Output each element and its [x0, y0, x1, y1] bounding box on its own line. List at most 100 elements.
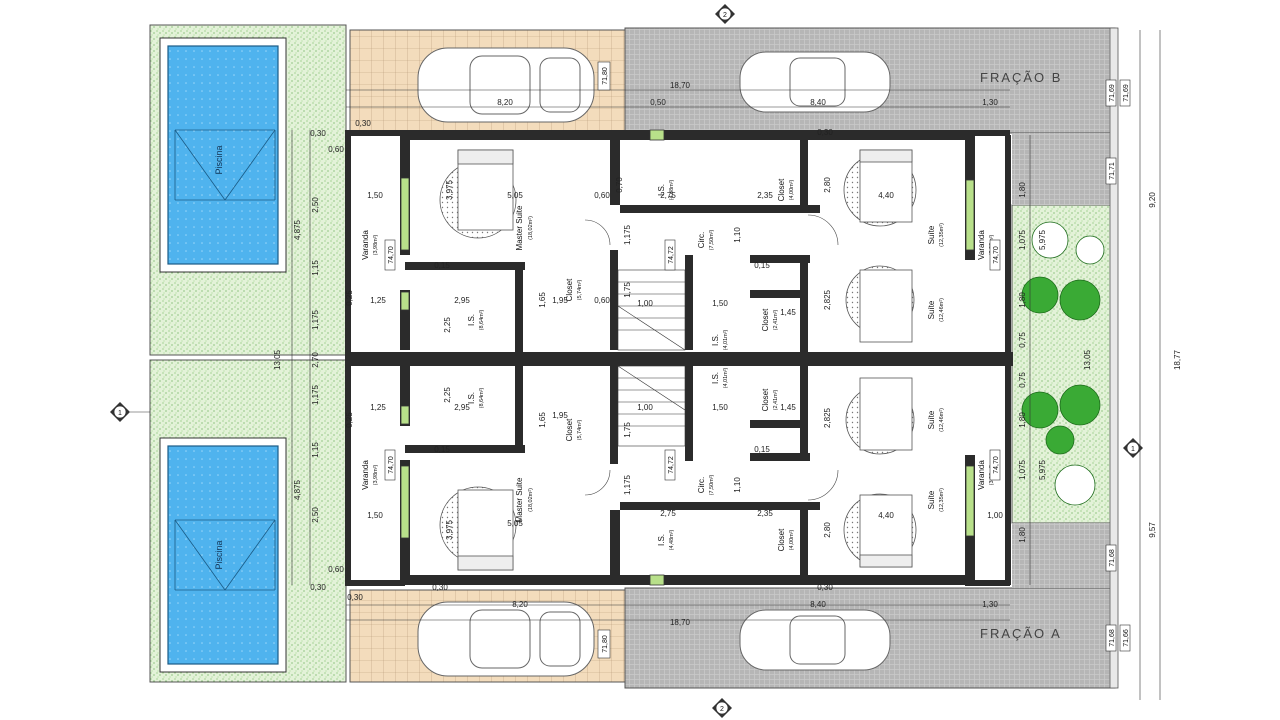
- svg-text:1,00: 1,00: [637, 299, 653, 308]
- svg-text:Closet: Closet: [761, 388, 770, 411]
- svg-text:74,72: 74,72: [668, 246, 675, 264]
- svg-text:(7,50m²): (7,50m²): [709, 229, 715, 250]
- svg-text:(12,46m²): (12,46m²): [939, 298, 945, 322]
- svg-text:71,80: 71,80: [602, 67, 609, 85]
- svg-text:2,95: 2,95: [454, 403, 470, 412]
- svg-text:71,69: 71,69: [1123, 84, 1130, 102]
- car-icon: [739, 609, 891, 671]
- svg-text:1,175: 1,175: [311, 384, 320, 405]
- svg-text:0,25: 0,25: [345, 290, 354, 306]
- svg-text:0,60: 0,60: [594, 296, 610, 305]
- svg-text:1,95: 1,95: [552, 296, 568, 305]
- building: [345, 129, 1013, 586]
- svg-text:(5,74m²): (5,74m²): [577, 279, 583, 300]
- svg-text:1,80: 1,80: [1018, 527, 1027, 543]
- svg-text:71,71: 71,71: [1109, 162, 1116, 180]
- svg-text:Circ.: Circ.: [697, 477, 706, 493]
- svg-text:8,20: 8,20: [512, 600, 528, 609]
- svg-text:74,72: 74,72: [668, 456, 675, 474]
- svg-text:Varanda: Varanda: [361, 230, 370, 260]
- svg-text:2,80: 2,80: [823, 177, 832, 193]
- svg-text:5,975: 5,975: [1038, 229, 1047, 250]
- section-marker-bottom: 2: [712, 698, 732, 718]
- svg-text:2,75: 2,75: [660, 509, 676, 518]
- svg-text:1,25: 1,25: [370, 403, 386, 412]
- svg-text:I.S.: I.S.: [711, 372, 720, 384]
- svg-text:(12,46m²): (12,46m²): [939, 408, 945, 432]
- svg-text:(4,01m²): (4,01m²): [723, 329, 729, 350]
- svg-text:71,68: 71,68: [1109, 549, 1116, 567]
- svg-text:0,75: 0,75: [1018, 372, 1027, 388]
- room-area: (18,02m²): [528, 216, 534, 240]
- svg-text:0,60: 0,60: [328, 145, 344, 154]
- svg-text:0,30: 0,30: [310, 129, 326, 138]
- svg-text:2: 2: [720, 706, 724, 713]
- svg-text:8,40: 8,40: [810, 600, 826, 609]
- svg-text:1,00: 1,00: [637, 403, 653, 412]
- svg-text:1,15: 1,15: [311, 260, 320, 276]
- svg-text:2,35: 2,35: [757, 191, 773, 200]
- svg-text:1,00: 1,00: [987, 511, 1003, 520]
- svg-text:4,40: 4,40: [878, 511, 894, 520]
- dimension-text: 18,70 8,20 0,50 8,40 1,30 0,30 0,30 1,50…: [273, 81, 1182, 627]
- car-icon: [417, 601, 595, 677]
- svg-text:(4,01m²): (4,01m²): [723, 367, 729, 388]
- svg-text:(8,64m²): (8,64m²): [479, 309, 485, 330]
- svg-text:2,50: 2,50: [311, 507, 320, 523]
- section-marker-left: 1: [110, 402, 150, 422]
- svg-text:1,75: 1,75: [623, 422, 632, 438]
- svg-text:74,70: 74,70: [388, 246, 395, 264]
- svg-text:2,35: 2,35: [757, 509, 773, 518]
- trees: [1021, 221, 1105, 506]
- svg-text:2,825: 2,825: [823, 289, 832, 310]
- svg-text:71,68: 71,68: [1109, 629, 1116, 647]
- svg-text:Suíte: Suíte: [927, 300, 936, 319]
- svg-text:5,05: 5,05: [507, 191, 523, 200]
- svg-text:2: 2: [723, 12, 727, 19]
- svg-text:0,15: 0,15: [434, 261, 450, 270]
- svg-text:18,70: 18,70: [670, 81, 691, 90]
- svg-text:0,30: 0,30: [432, 583, 448, 592]
- svg-text:Closet: Closet: [777, 178, 786, 201]
- pool-label: Piscina: [214, 145, 224, 174]
- svg-text:0,30: 0,30: [347, 593, 363, 602]
- svg-text:9,57: 9,57: [1148, 522, 1157, 538]
- svg-text:0,15: 0,15: [754, 261, 770, 270]
- svg-text:71,69: 71,69: [1109, 84, 1116, 102]
- svg-text:0,25: 0,25: [345, 412, 354, 428]
- svg-text:(4,48m²): (4,48m²): [669, 179, 675, 200]
- svg-text:(2,41m²): (2,41m²): [773, 389, 779, 410]
- svg-text:74,70: 74,70: [993, 456, 1000, 474]
- svg-text:2,75: 2,75: [660, 191, 676, 200]
- svg-text:1,45: 1,45: [780, 403, 796, 412]
- svg-text:1,175: 1,175: [623, 224, 632, 245]
- pool-label: Piscina: [214, 540, 224, 569]
- svg-text:(8,64m²): (8,64m²): [479, 387, 485, 408]
- svg-text:4,40: 4,40: [878, 191, 894, 200]
- svg-text:Suíte: Suíte: [927, 225, 936, 244]
- svg-text:(18,02m²): (18,02m²): [528, 488, 534, 512]
- svg-text:Varanda: Varanda: [361, 460, 370, 490]
- svg-text:1,30: 1,30: [982, 98, 998, 107]
- svg-text:1,75: 1,75: [623, 282, 632, 298]
- svg-text:1,25: 1,25: [370, 296, 386, 305]
- svg-text:1,50: 1,50: [712, 299, 728, 308]
- svg-text:3,975: 3,975: [445, 179, 454, 200]
- svg-text:2,25: 2,25: [443, 317, 452, 333]
- svg-text:1,10: 1,10: [733, 227, 742, 243]
- svg-text:1,15: 1,15: [311, 442, 320, 458]
- svg-text:2,50: 2,50: [311, 197, 320, 213]
- svg-text:(3,98m²): (3,98m²): [373, 234, 379, 255]
- svg-text:0,30: 0,30: [817, 583, 833, 592]
- svg-text:0,30: 0,30: [355, 119, 371, 128]
- svg-text:Closet: Closet: [761, 308, 770, 331]
- svg-text:13,05: 13,05: [273, 349, 282, 370]
- svg-text:0,15: 0,15: [434, 445, 450, 454]
- svg-text:8,40: 8,40: [810, 98, 826, 107]
- room-labels-upper: Master Suite (18,02m²) Closet (5,74m²) I…: [361, 178, 995, 351]
- svg-text:Circ.: Circ.: [697, 232, 706, 248]
- svg-text:2,70: 2,70: [311, 352, 320, 368]
- car-icon: [739, 51, 891, 113]
- svg-text:Varanda: Varanda: [977, 460, 986, 490]
